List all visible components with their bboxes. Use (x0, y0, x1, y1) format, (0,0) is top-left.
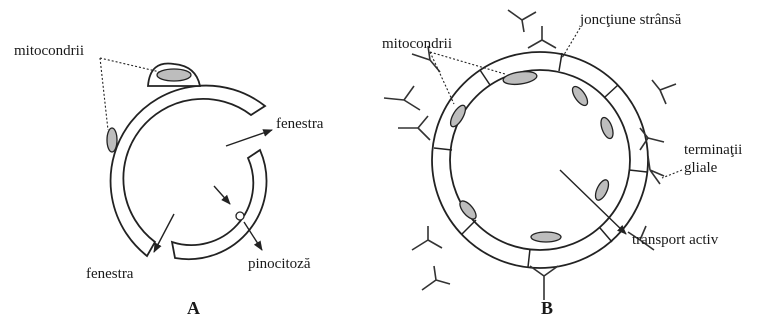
glial-endfoot-left-upper (384, 86, 420, 110)
mitochondria-label-a: mitocondrii (14, 43, 84, 59)
leader-mito-a1 (100, 58, 160, 72)
glial-label-line2: gliale (684, 160, 718, 176)
glial-endfoot-bottom-left (422, 266, 450, 290)
mitochondrion-a1 (157, 69, 191, 81)
tight-junction-label: joncţiune strânsă (579, 12, 682, 28)
pinocytosis-label: pinocitoză (248, 256, 311, 272)
glial-label-line1: terminaţii (684, 142, 742, 158)
glial-endfoot-top (528, 26, 556, 48)
arrow-pinocytosis-in (214, 186, 230, 204)
glial-endfoot-left (398, 116, 430, 140)
fenestra-label-upper: fenestra (276, 116, 324, 132)
glial-endfoot-right (648, 156, 664, 184)
leader-glial (662, 170, 682, 178)
panel-a: mitocondrii fenestra fenestra pinocitoză… (14, 43, 324, 318)
panel-b: mitocondrii joncţiune strânsă terminaţii… (382, 10, 742, 318)
glial-endfoot-top-left (508, 10, 536, 32)
leader-tight-junction (562, 28, 580, 58)
lumen-b (450, 70, 630, 250)
glial-endfoot-left-lower (412, 226, 442, 250)
glial-endfoot-right-upper (652, 80, 676, 104)
panel-b-label: B (541, 298, 553, 318)
glial-endfoot-bottom (530, 266, 558, 300)
mitochondria-label-b: mitocondrii (382, 36, 452, 52)
arrow-fenestra-lower (154, 214, 174, 252)
mitochondrion-b7 (531, 232, 561, 242)
mitochondrion-a2 (107, 128, 117, 152)
panel-a-label: A (187, 298, 200, 318)
endothelial-cell-a2 (172, 150, 267, 259)
pinocytotic-vesicle (236, 212, 244, 220)
leader-mito-a2 (100, 58, 108, 130)
fenestra-label-lower: fenestra (86, 266, 134, 282)
arrow-fenestra-upper (226, 130, 272, 146)
active-transport-label: transport activ (632, 232, 719, 248)
leader-mito-b2 (430, 52, 454, 104)
